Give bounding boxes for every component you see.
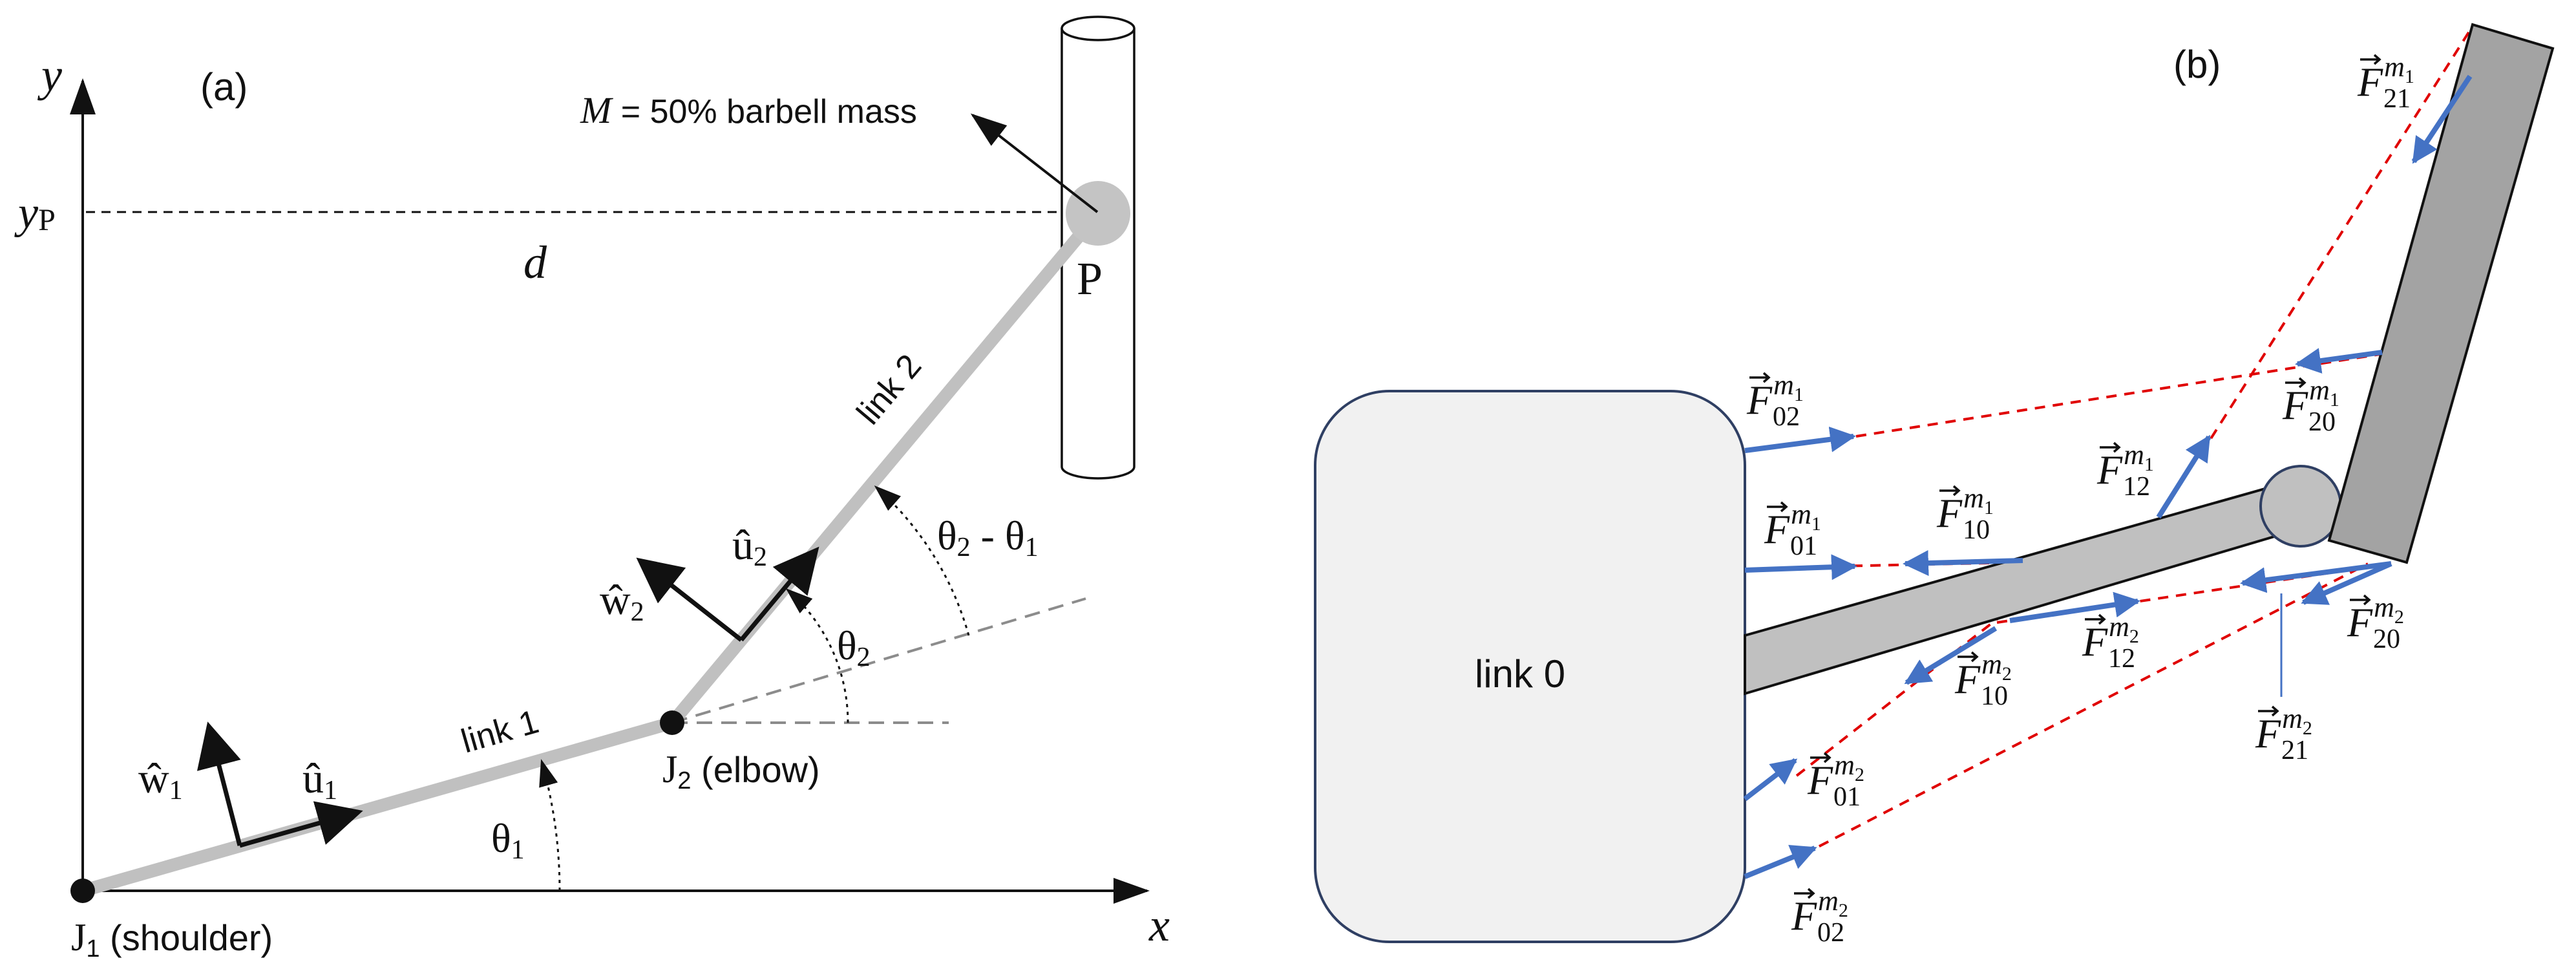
force-vector-mark-f12m2 <box>2085 613 2106 625</box>
force-label-f21m1: Fm1 <box>2357 51 2414 105</box>
force-vector-mark-f01m2 <box>1810 752 1832 763</box>
force-label-f01m2: Fm2 <box>1807 749 1864 803</box>
force-vector-mark-f10m2 <box>1958 651 1979 663</box>
force-label-sub-f20m2: 20 <box>2373 624 2400 654</box>
force-label-sub-f21m1: 21 <box>2383 84 2411 114</box>
force-vector-mark-f12m1 <box>2100 442 2121 453</box>
joint-j2-marker <box>660 710 684 735</box>
barbell-mass-pointer <box>970 113 1099 213</box>
elbow-joint <box>2259 465 2342 548</box>
force-label-sub-f01m2: 01 <box>1833 782 1861 812</box>
force-label-f02m1: Fm1 <box>1746 369 1804 423</box>
w2-label: ŵ2 <box>600 577 644 627</box>
theta2-minus-theta1-label: θ2 - θ1 <box>937 513 1039 562</box>
joint-j1-label: J1 (shoulder) <box>71 916 273 963</box>
action-line-f01m2 <box>1795 613 2005 777</box>
force-label-sub-f02m2: 02 <box>1817 918 1844 948</box>
arrow-f12m2 <box>2009 591 2140 623</box>
force-vector-mark-f20m1 <box>2285 377 2307 389</box>
force-label-f10m2: Fm2 <box>1954 648 2012 702</box>
arrow-f10m2 <box>1904 626 1998 685</box>
panel-b-label: (b) <box>2173 43 2221 86</box>
link-1-label: link 1 <box>457 703 543 760</box>
force-vector-mark-f02m1 <box>1749 372 1771 383</box>
force-vector-mark-f01m1 <box>1767 501 1788 513</box>
force-label-sub-f20m1: 20 <box>2308 407 2336 437</box>
force-label-sub-f10m1: 10 <box>1963 515 1990 545</box>
u1-vector-arrow <box>239 801 363 848</box>
w1-vector-arrow <box>196 721 242 846</box>
arrow-f21m1 <box>2411 74 2473 164</box>
action-line-f02m1 <box>1855 353 2381 438</box>
link1-extension-dashed <box>671 597 1086 724</box>
force-label-f20m1: Fm1 <box>2282 374 2339 428</box>
force-vector-mark-f02m2 <box>1794 888 1815 899</box>
force-label-f12m1: Fm1 <box>2096 439 2154 493</box>
yp-label: yP <box>14 188 56 238</box>
barbell-mass-note: M = 50% barbell mass <box>580 89 917 131</box>
u1-label: û1 <box>302 755 337 805</box>
arrow-f01m2 <box>1743 758 1798 802</box>
force-label-f20m2: Fm2 <box>2347 591 2404 645</box>
arrow-f12m1 <box>2156 434 2212 519</box>
y-axis-label: y <box>37 49 62 101</box>
force-label-sub-f02m1: 02 <box>1773 402 1800 432</box>
joint-j2-label: J2 (elbow) <box>662 748 820 794</box>
u2-label: û2 <box>732 522 767 572</box>
arrow-f02m1 <box>1744 426 1856 453</box>
link-2-bar <box>666 207 1104 729</box>
arrow-f20m2-a <box>2240 561 2392 593</box>
joint-j1-marker <box>70 879 95 903</box>
arrow-f20m2-b <box>2301 561 2392 605</box>
theta2-label: θ2 <box>837 623 871 672</box>
theta2-minus-theta1-arc <box>874 485 970 636</box>
force-label-f01m1: Fm1 <box>1764 498 1821 552</box>
link-2-label: link 2 <box>850 347 929 431</box>
force-label-sub-f01m1: 01 <box>1790 531 1817 561</box>
force-label-sub-f10m2: 10 <box>1981 681 2008 711</box>
force-label-f21m2: Fm2 <box>2255 703 2312 756</box>
panel-b: (b) link 0 <box>1314 23 2555 948</box>
action-line-f21m1 <box>2209 31 2470 441</box>
force-vector-mark-f21m1 <box>2360 54 2381 65</box>
panel-a-label: (a) <box>200 65 248 109</box>
link-1-body <box>1744 483 2294 696</box>
u2-vector-arrow <box>739 546 819 642</box>
arrow-f10m1 <box>1903 550 2023 577</box>
link-2-body <box>2327 23 2555 564</box>
point-p-marker <box>1066 181 1130 246</box>
force-vector-mark-f20m2 <box>2350 594 2371 606</box>
theta1-arc <box>539 759 561 891</box>
arrow-f02m2 <box>1744 845 1817 879</box>
force-vector-mark-f21m2 <box>2258 705 2279 717</box>
force-label-sub-f12m1: 12 <box>2123 472 2150 502</box>
force-labels: Fm102Fm101Fm110Fm112Fm120Fm121Fm212Fm210… <box>1746 51 2414 948</box>
x-axis-label: x <box>1148 899 1170 951</box>
theta1-label: θ1 <box>491 815 525 865</box>
force-label-sub-f12m2: 12 <box>2108 644 2135 674</box>
action-line-f02m2 <box>1802 562 2369 856</box>
w1-label: ŵ1 <box>138 755 183 805</box>
distance-d-label: d <box>523 237 547 288</box>
force-label-f10m1: Fm1 <box>1936 482 1994 536</box>
panel-a: (a) y x yP d P M = 50% barbell mass J1 (… <box>14 16 1170 963</box>
link-0-label: link 0 <box>1475 652 1565 696</box>
arrow-f20m1 <box>2295 348 2383 374</box>
link-1-bar <box>76 716 679 897</box>
point-p-label: P <box>1077 253 1103 304</box>
arrow-f01m1 <box>1744 554 1857 581</box>
barbell-cylinder <box>1061 16 1135 480</box>
w2-vector-arrow <box>636 557 743 642</box>
force-label-sub-f21m2: 21 <box>2281 736 2308 765</box>
force-vector-mark-f10m1 <box>1939 485 1961 496</box>
force-label-f12m2: Fm2 <box>2082 611 2139 665</box>
force-label-f02m2: Fm2 <box>1791 885 1848 939</box>
